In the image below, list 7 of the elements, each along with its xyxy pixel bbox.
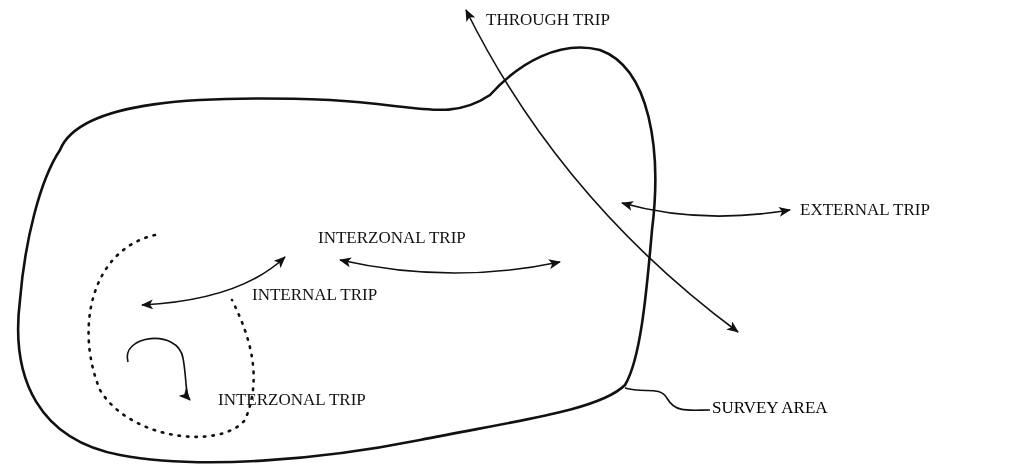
trip-label: INTERNAL TRIP [252, 285, 378, 306]
leader-line [624, 387, 711, 412]
trip-label: INTERZONAL TRIP [318, 228, 466, 249]
trip-label: INTERZONAL TRIP [218, 390, 366, 411]
area-label: SURVEY AREA [712, 398, 852, 420]
trip-label: EXTERNAL TRIP [800, 200, 930, 221]
trip-label: THROUGH TRIP [486, 10, 610, 31]
